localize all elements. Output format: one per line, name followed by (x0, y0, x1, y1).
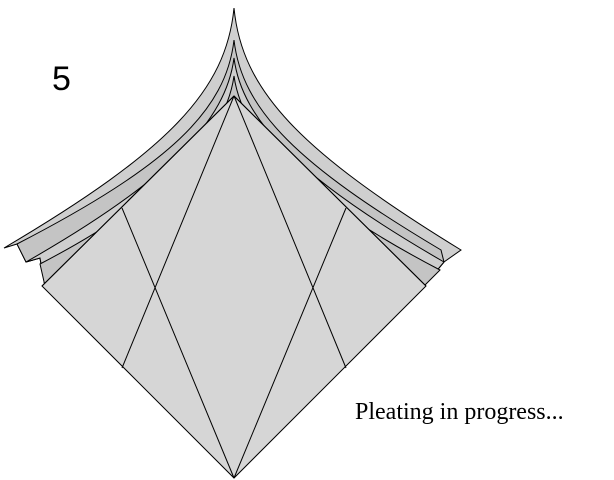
step-number: 5 (52, 62, 71, 96)
caption-text: Pleating in progress... (355, 400, 564, 424)
